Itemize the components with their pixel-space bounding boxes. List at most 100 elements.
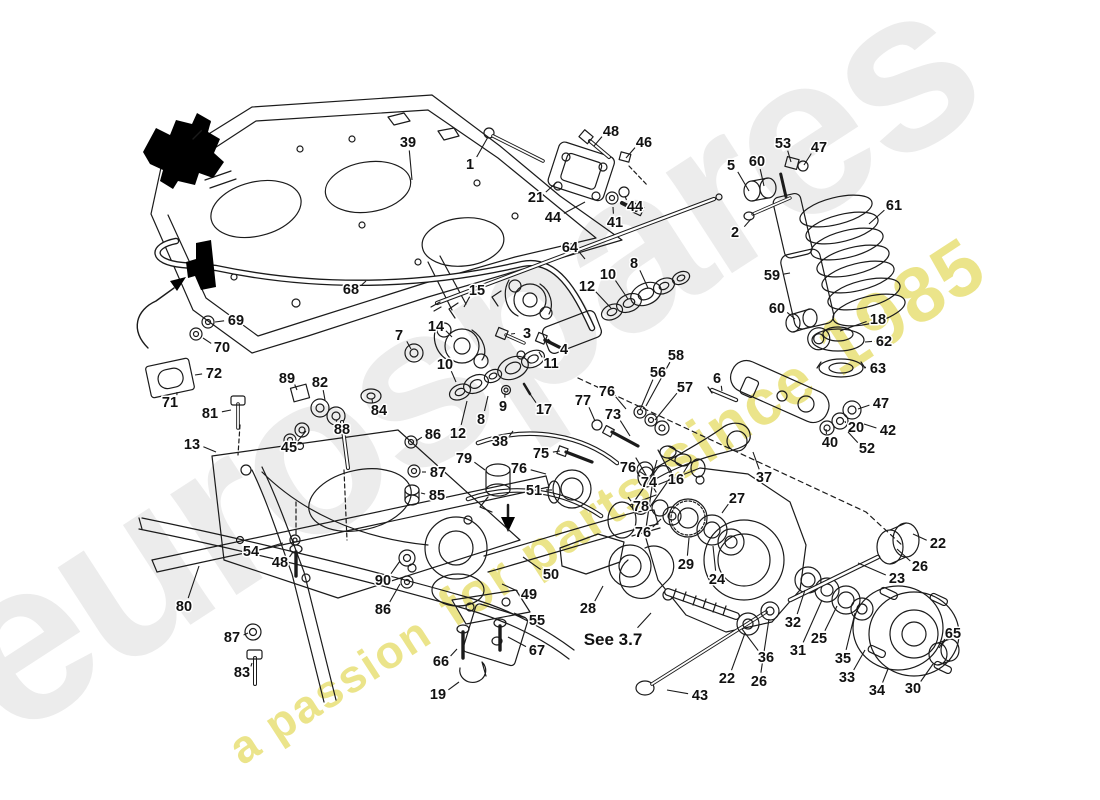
part-label-33: 33	[839, 670, 855, 686]
part-label-10: 10	[600, 267, 616, 283]
part-label-86: 86	[375, 602, 391, 618]
part-label-17: 17	[536, 402, 552, 418]
part-label-88: 88	[334, 422, 350, 438]
leader-line	[509, 430, 514, 437]
part-label-78: 78	[633, 499, 649, 515]
part-label-89: 89	[279, 371, 295, 387]
part-label-61: 61	[886, 198, 902, 214]
leader-line	[294, 384, 298, 391]
leader-line	[615, 396, 627, 410]
part-label-48: 48	[272, 555, 288, 571]
part-label-60: 60	[769, 301, 785, 317]
leader-line	[463, 296, 471, 308]
part-label-85: 85	[429, 488, 445, 504]
leader-line	[538, 351, 543, 358]
hub-flange	[852, 585, 960, 677]
part-label-25: 25	[811, 631, 827, 647]
fastener-cluster	[556, 405, 670, 464]
leader-line	[460, 400, 468, 426]
leader-line	[450, 370, 457, 383]
part-label-51: 51	[526, 483, 542, 499]
misc-fasteners	[244, 435, 421, 686]
dashed-reference-lines	[237, 165, 904, 547]
part-label-41: 41	[607, 215, 623, 231]
leader-line	[510, 332, 516, 335]
leader-line	[803, 153, 812, 166]
part-label-84: 84	[371, 403, 387, 419]
part-label-87: 87	[430, 465, 446, 481]
leader-line	[322, 390, 326, 401]
leader-line	[187, 565, 200, 599]
part-label-3: 3	[523, 326, 531, 342]
part-label-40: 40	[822, 435, 838, 451]
part-label-27: 27	[729, 491, 745, 507]
part-label-21: 21	[528, 190, 544, 206]
lateral-link-bars	[465, 431, 620, 519]
leader-line	[786, 311, 796, 320]
part-label-23: 23	[889, 571, 905, 587]
part-label-7: 7	[395, 328, 403, 344]
leader-line	[415, 436, 423, 442]
leader-line	[563, 201, 586, 214]
leader-line	[730, 632, 746, 671]
part-label-76: 76	[635, 525, 651, 541]
leader-line	[853, 649, 866, 671]
leader-line	[847, 431, 859, 443]
part-label-22: 22	[719, 671, 735, 687]
left-bracket-hardware	[145, 315, 246, 430]
part-label-55: 55	[529, 613, 545, 629]
leader-line	[654, 392, 678, 421]
part-label-86: 86	[425, 427, 441, 443]
leader-line	[420, 492, 426, 495]
mount-bracket-21	[483, 127, 645, 217]
leader-line	[638, 470, 649, 478]
part-label-54: 54	[243, 544, 259, 560]
leader-line	[513, 612, 526, 619]
part-label-8: 8	[630, 256, 638, 272]
part-label-44: 44	[627, 199, 643, 215]
part-label-50: 50	[543, 567, 559, 583]
leader-line	[250, 662, 253, 667]
part-label-64: 64	[562, 240, 578, 256]
part-label-18: 18	[870, 312, 886, 328]
leader-line	[845, 612, 856, 651]
stub-axle	[635, 522, 920, 696]
leader-line	[639, 270, 649, 289]
part-label-19: 19	[430, 687, 446, 703]
leader-line	[896, 548, 911, 562]
leader-line	[450, 648, 458, 657]
toe-link-rod	[430, 193, 723, 312]
part-label-5: 5	[727, 158, 735, 174]
part-label-74: 74	[641, 475, 657, 491]
leader-line	[297, 430, 307, 442]
part-label-31: 31	[790, 643, 806, 659]
part-label-13: 13	[184, 437, 200, 453]
leader-line	[627, 496, 632, 502]
leader-line	[824, 605, 838, 631]
leader-line	[825, 428, 828, 435]
part-label-87: 87	[224, 630, 240, 646]
part-label-69: 69	[228, 313, 244, 329]
leader-line	[578, 251, 586, 260]
direction-arrows	[136, 122, 515, 532]
leader-line	[759, 168, 765, 187]
floor-plate	[211, 429, 521, 599]
camber-link	[637, 359, 830, 488]
leader-line	[796, 589, 806, 615]
leader-line	[476, 136, 489, 158]
damper-stud-assembly	[283, 383, 382, 470]
part-label-30: 30	[905, 681, 921, 697]
leader-line	[912, 533, 927, 541]
leader-line	[720, 385, 723, 392]
leader-line	[882, 668, 889, 683]
spring-seats	[811, 326, 866, 378]
halfshaft-joint	[559, 533, 740, 620]
part-label-44: 44	[545, 210, 561, 226]
leader-line	[448, 681, 460, 691]
leader-line	[530, 469, 547, 475]
bracket-housing-14	[433, 279, 563, 369]
part-label-47: 47	[811, 140, 827, 156]
